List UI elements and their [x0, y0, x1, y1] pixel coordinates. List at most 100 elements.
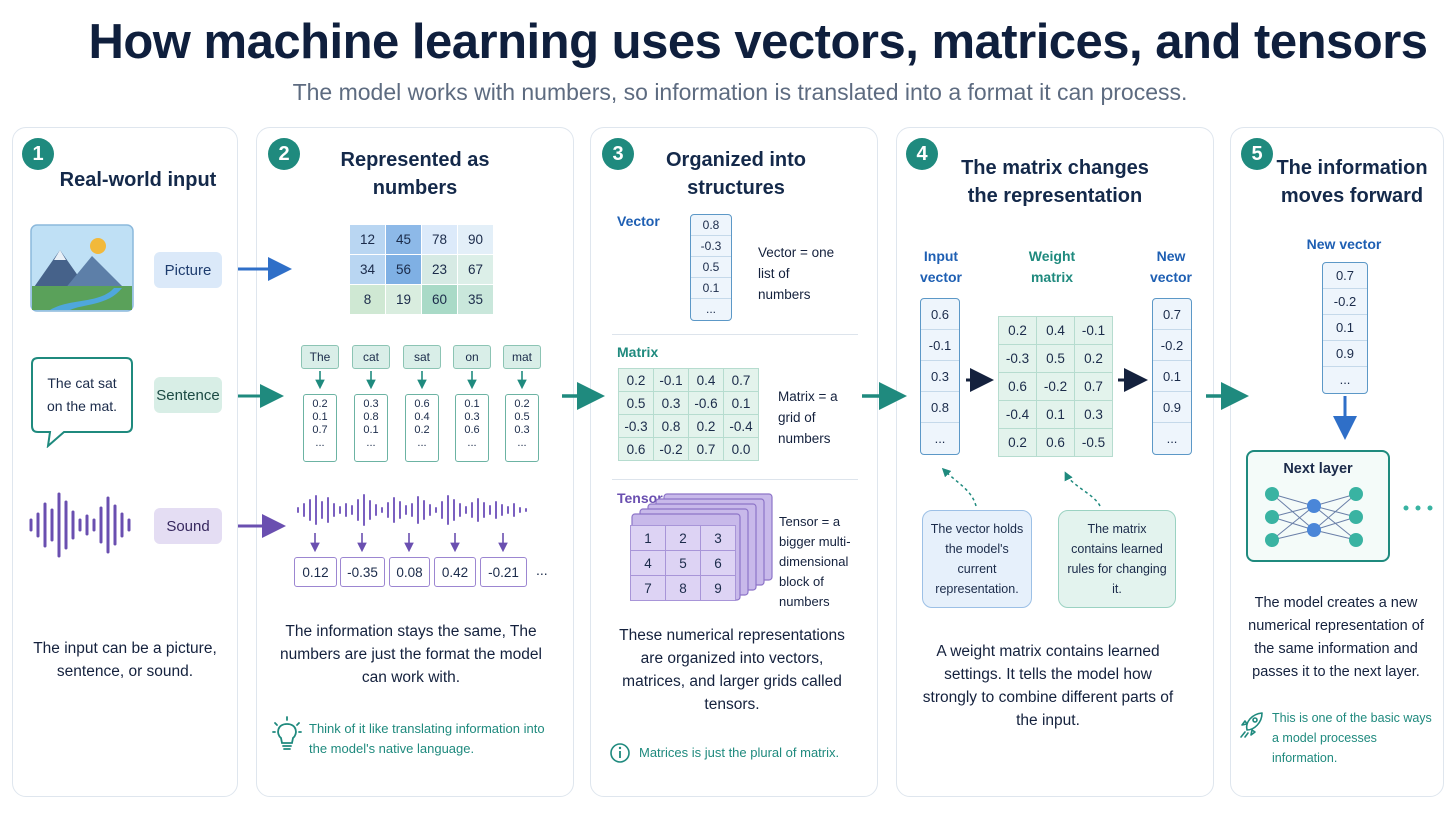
page-title: How machine learning uses vectors, matri…: [88, 15, 1428, 69]
matrix-grid: 0.2 -0.1 0.4 0.7 0.5 0.3 -0.6 0.1 -0.3 0…: [618, 368, 759, 461]
vector-value: 0.1: [1153, 361, 1191, 392]
tensor-description: Tensor = a bigger multi-dimensional bloc…: [779, 514, 851, 609]
sound-value: 0.08: [389, 557, 430, 587]
vector-value: ...: [934, 431, 946, 446]
page-subtitle: The model works with numbers, so informa…: [292, 79, 1188, 105]
vector-value: 0.3: [514, 424, 530, 436]
vector-value: 0.6: [921, 299, 959, 330]
next-new-vector-label: New vector: [1306, 236, 1382, 252]
vector-value: -0.2: [1153, 330, 1191, 361]
next-layer-label: Next layer: [1283, 461, 1353, 477]
weight-matrix-grid: 0.2 0.4 -0.1 -0.3 0.5 0.2 0.6 -0.2 0.7 -…: [998, 316, 1113, 457]
word-token: mat: [503, 345, 541, 369]
grid-cell: 78: [421, 224, 458, 255]
panel-3-title: Organized into structures: [666, 149, 806, 199]
vector-value: 0.6: [414, 398, 430, 410]
tensor-cell: 7: [630, 575, 666, 601]
vector-value: 0.3: [921, 361, 959, 392]
vector-value: -0.2: [1323, 289, 1367, 315]
grid-cell: 45: [385, 224, 422, 255]
weight-cell: -0.5: [1074, 428, 1113, 457]
panel-2-body: The information stays the same, The numb…: [280, 623, 542, 686]
tensor-cell: 5: [665, 550, 701, 576]
vector-value: 0.3: [464, 411, 480, 423]
step-number-4: 4: [906, 138, 938, 170]
weight-cell: 0.2: [998, 428, 1037, 457]
vector-value: 0.6: [464, 424, 480, 436]
weight-cell: 0.4: [1036, 316, 1075, 345]
grid-cell: 56: [385, 254, 422, 285]
vector-value: 0.5: [691, 257, 731, 278]
weight-cell: 0.2: [1074, 344, 1113, 373]
weight-cell: -0.2: [1036, 372, 1075, 401]
picture-tag: Picture: [154, 252, 222, 288]
matrix-label: Matrix: [617, 344, 659, 360]
weight-cell: -0.4: [998, 400, 1037, 429]
panel-5-note: This is one of the basic ways a model pr…: [1272, 711, 1432, 765]
weight-matrix-label: Weight matrix: [1028, 248, 1076, 285]
vector-value: -0.3: [691, 236, 731, 257]
word-token: on: [453, 345, 491, 369]
step-number-3: 3: [602, 138, 634, 170]
more-dots: [1402, 500, 1436, 511]
vector-value: ...: [366, 437, 376, 449]
speech-text: The cat sat on the mat.: [46, 375, 118, 414]
info-icon: [609, 742, 631, 764]
vector-value: 0.5: [514, 411, 530, 423]
tensor-cell: 2: [665, 525, 701, 551]
panel-1-title: Real-world input: [59, 169, 217, 191]
panel-4-body: A weight matrix contains learned setting…: [922, 643, 1174, 729]
matrix-cell: 0.0: [723, 437, 759, 461]
word-token: sat: [403, 345, 441, 369]
tensor-label: Tensor: [617, 490, 663, 506]
vector-value: 0.2: [414, 424, 430, 436]
vector-value: 0.7: [1153, 299, 1191, 330]
rocket-icon: [1238, 710, 1266, 740]
divider: [612, 479, 858, 480]
vector-callout: The vector holds the model's current rep…: [922, 510, 1032, 608]
vector-value: 0.7: [1323, 263, 1367, 289]
matrix-cell: 0.8: [653, 414, 689, 438]
vector-value: 0.9: [1323, 341, 1367, 367]
grid-cell: 12: [349, 224, 386, 255]
sound-value: 0.42: [434, 557, 476, 587]
vector-value: 0.8: [921, 392, 959, 423]
matrix-cell: -0.1: [653, 368, 689, 392]
matrix-cell: 0.2: [618, 368, 654, 392]
grid-cell: 60: [421, 284, 458, 315]
grid-cell: 8: [349, 284, 386, 315]
vector-value: 0.1: [464, 398, 480, 410]
grid-cell: 90: [457, 224, 494, 255]
picture-icon: [30, 224, 134, 312]
vector-value: 0.9: [1153, 392, 1191, 423]
sound-value: 0.12: [294, 557, 337, 587]
vector-value: 0.1: [691, 278, 731, 299]
sound-value: -0.35: [340, 557, 385, 587]
weight-cell: 0.3: [1074, 400, 1113, 429]
weight-cell: 0.6: [998, 372, 1037, 401]
vector-value: 0.7: [312, 424, 328, 436]
vector-value: 0.8: [691, 215, 731, 236]
next-new-vector-column: 0.7 -0.2 0.1 0.9 ...: [1322, 262, 1368, 394]
tensor-cell: 8: [665, 575, 701, 601]
vector-value: 0.3: [363, 398, 379, 410]
panel-3-body: These numerical representations are orga…: [619, 627, 845, 713]
step-number-2: 2: [268, 138, 300, 170]
image-number-grid: 12 45 78 90 34 56 23 67 8 19 60 35: [349, 224, 494, 315]
speech-bubble: [30, 356, 134, 449]
panel-3-note: Matrices is just the plural of matrix.: [639, 745, 840, 760]
new-vector-label: New vector: [1149, 248, 1193, 285]
vector-label: Vector: [617, 213, 660, 229]
vector-value: ...: [1339, 372, 1351, 387]
matrix-cell: 0.5: [618, 391, 654, 415]
matrix-description: Matrix = a grid of numbers: [778, 389, 838, 446]
weight-cell: 0.7: [1074, 372, 1113, 401]
matrix-cell: 0.7: [688, 437, 724, 461]
panel-5-title: The information moves forward: [1276, 157, 1428, 207]
word-token: The: [301, 345, 339, 369]
